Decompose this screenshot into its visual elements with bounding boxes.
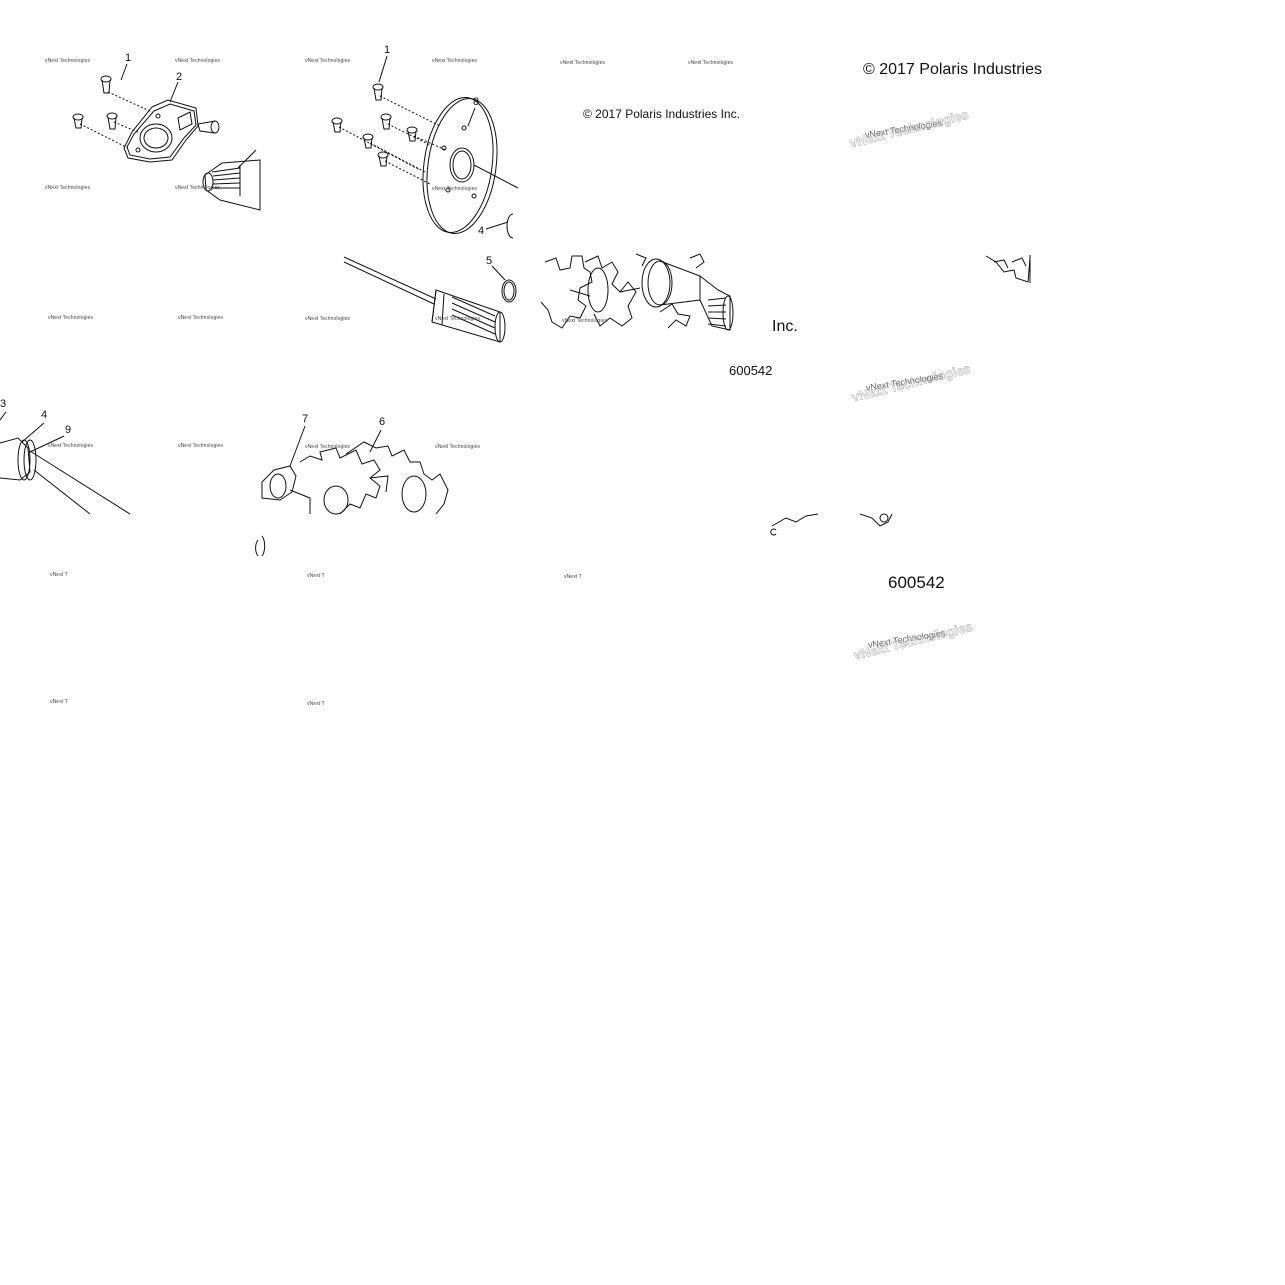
watermark-cropped: vNext T — [307, 701, 325, 707]
watermark: vNext Technologies — [175, 58, 221, 64]
watermark: vNext Technologies — [432, 186, 478, 192]
bolt-group-2 — [331, 83, 447, 185]
watermark: vNext Technologies — [432, 58, 478, 64]
callout-4: 4 — [41, 409, 48, 421]
flange-plate-8 — [422, 96, 519, 235]
copyright-small: © 2017 Polaris Industries Inc. — [583, 107, 740, 121]
callout-9: 9 — [65, 424, 72, 436]
watermark-cropped: vNext T — [50, 572, 68, 578]
shaft-with-bearing — [0, 411, 131, 515]
copyright-fragment: Inc. — [772, 318, 798, 335]
watermark: vNext Technologies — [178, 443, 224, 449]
watermark: vNext Technologies — [305, 444, 351, 450]
watermark: vNext Technologies — [48, 443, 94, 449]
callout-5: 5 — [486, 255, 493, 267]
callout-7: 7 — [302, 413, 309, 425]
callout-6: 6 — [379, 416, 386, 428]
sprocket-assembly-lower — [255, 425, 449, 557]
watermark: vNext Technologies — [435, 316, 481, 322]
sprocket-fragment-lower-right — [770, 513, 893, 536]
watermark: vNext Technologies — [560, 60, 606, 66]
part-number-large: 600542 — [888, 573, 945, 592]
watermark: vNext Technologies — [45, 185, 91, 191]
watermark: vNext Technologies — [178, 315, 224, 321]
watermark: vNext Technologies — [562, 318, 608, 324]
mounting-plate-2 — [123, 99, 199, 163]
callout-4: 4 — [478, 225, 485, 237]
callout-3: 3 — [0, 398, 7, 410]
watermark: vNext Technologies — [45, 58, 91, 64]
spline-shaft-end-1 — [202, 159, 261, 211]
watermark: vNext Technologies — [435, 444, 481, 450]
sprocket-fragment-top-right — [985, 255, 1031, 283]
watermark-cropped: vNext T — [307, 573, 325, 579]
copyright-large: © 2017 Polaris Industries — [863, 61, 1042, 78]
callout-2: 2 — [176, 71, 183, 83]
watermark: vNext Technologies — [175, 185, 221, 191]
watermark: vNext Technologies — [305, 316, 351, 322]
watermark: vNext Technologies — [48, 315, 94, 321]
watermark-cropped: vNext T — [564, 574, 582, 580]
drive-sprocket-assembly — [540, 253, 734, 331]
callout-8: 8 — [473, 96, 480, 108]
long-shaft-5 — [343, 256, 517, 343]
watermark: vNext Technologies — [305, 58, 351, 64]
watermark-cropped: vNext T — [50, 699, 68, 705]
watermark: vNext Technologies — [688, 60, 734, 66]
bolt-group-1 — [72, 75, 220, 149]
callout-1: 1 — [125, 52, 132, 64]
callout-1: 1 — [384, 44, 391, 56]
part-number-small: 600542 — [729, 363, 773, 378]
